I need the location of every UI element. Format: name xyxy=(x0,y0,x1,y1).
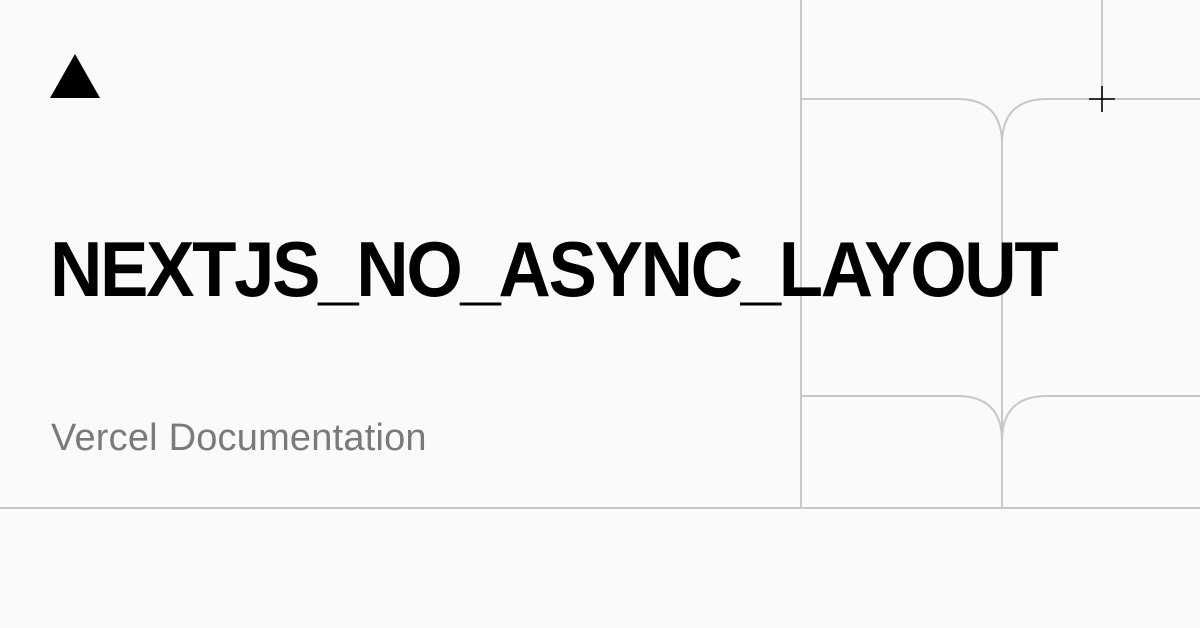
vercel-triangle-icon xyxy=(50,54,100,98)
top-curved-line xyxy=(801,98,1200,145)
page-title: NEXTJS_NO_ASYNC_LAYOUT xyxy=(50,225,1059,313)
lower-curved-line xyxy=(801,395,1200,442)
page-subtitle: Vercel Documentation xyxy=(51,417,427,459)
crosshair-plus-icon xyxy=(1089,86,1115,112)
